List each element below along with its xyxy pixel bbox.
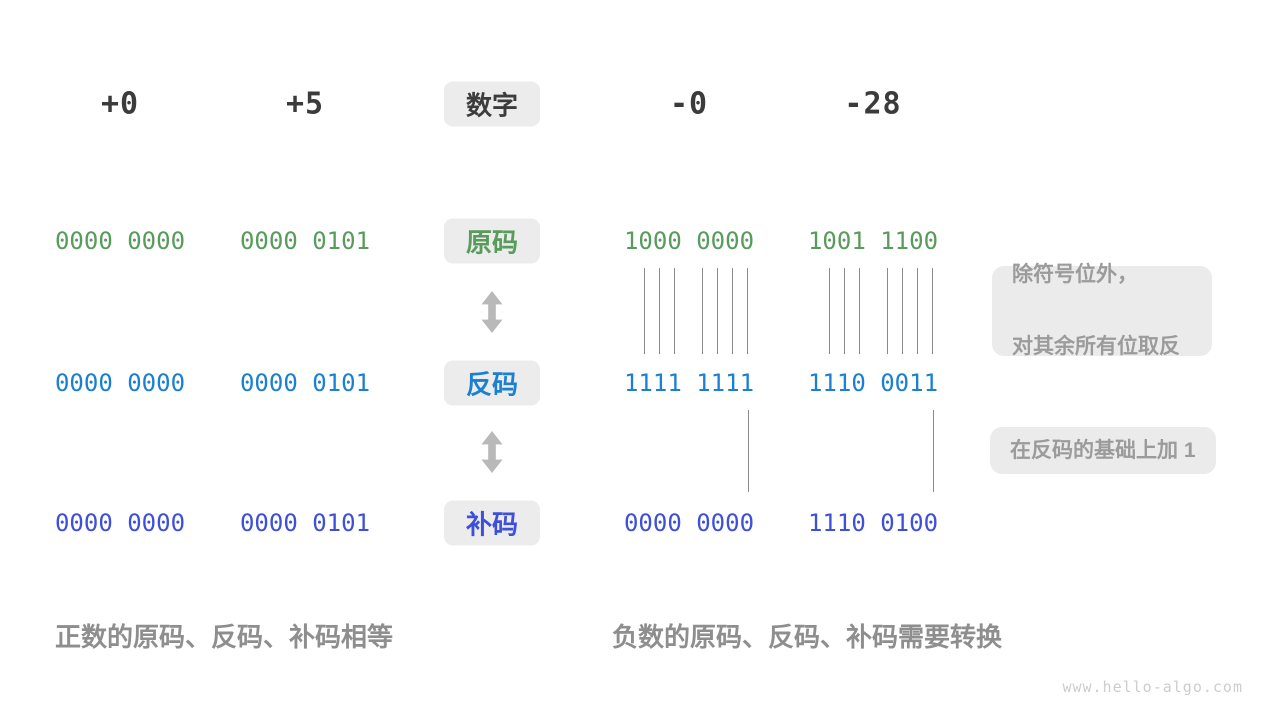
twos-complement-minus-zero: 0000 0000 — [623, 509, 755, 537]
note-invert-bits: 除符号位外， 对其余所有位取反 — [992, 263, 1212, 358]
ones-complement-plus-zero: 0000 0000 — [54, 369, 186, 397]
twos-complement-minus-28: 1110 0100 — [807, 509, 939, 537]
note-invert-line2: 对其余所有位取反 — [1012, 334, 1180, 358]
bit-invert-lines-minus-zero — [622, 268, 755, 354]
double-arrow-icon — [481, 291, 503, 333]
sign-magnitude-minus-28: 1001 1100 — [807, 227, 939, 255]
twos-complement-plus-five: 0000 0101 — [239, 509, 371, 537]
row-label-ones-complement: 反码 — [444, 360, 540, 406]
add-one-line-minus-zero — [748, 410, 749, 492]
note-add-one: 在反码的基础上加 1 — [990, 427, 1216, 474]
sign-magnitude-plus-five: 0000 0101 — [239, 227, 371, 255]
sign-magnitude-plus-zero: 0000 0000 — [54, 227, 186, 255]
add-one-line-minus-28 — [933, 410, 934, 492]
bit-invert-lines-minus-28 — [807, 268, 940, 354]
ones-complement-minus-zero: 1111 1111 — [623, 369, 755, 397]
watermark: www.hello-algo.com — [1062, 678, 1243, 696]
row-label-twos-complement: 补码 — [444, 500, 540, 546]
sign-magnitude-minus-zero: 1000 0000 — [623, 227, 755, 255]
number-plus-five: +5 — [285, 86, 325, 122]
number-minus-28: -28 — [844, 86, 902, 122]
caption-positive: 正数的原码、反码、补码相等 — [55, 622, 394, 652]
row-label-number: 数字 — [444, 81, 540, 127]
ones-complement-minus-28: 1110 0011 — [807, 369, 939, 397]
number-plus-zero: +0 — [100, 86, 140, 122]
ones-complement-plus-five: 0000 0101 — [239, 369, 371, 397]
twos-complement-plus-zero: 0000 0000 — [54, 509, 186, 537]
caption-negative: 负数的原码、反码、补码需要转换 — [612, 622, 1003, 652]
number-minus-zero: -0 — [669, 86, 709, 122]
double-arrow-icon — [481, 431, 503, 473]
note-invert-line1: 除符号位外， — [1012, 263, 1138, 287]
row-label-sign-magnitude: 原码 — [444, 218, 540, 264]
